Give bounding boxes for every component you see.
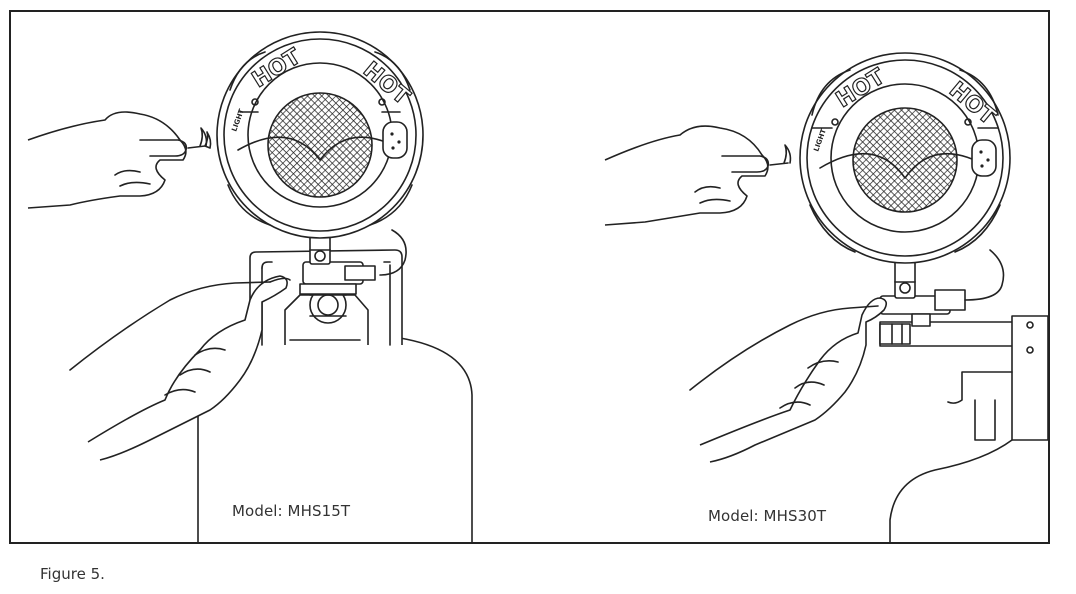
right-turning-hand-icon xyxy=(689,297,888,463)
figure-caption: Figure 5. xyxy=(40,565,105,583)
right-valve-icon xyxy=(879,279,966,327)
left-heater-head-icon: HOT HOT LIGHT xyxy=(216,31,424,276)
left-match-flame-icon xyxy=(199,127,208,147)
left-lighting-hand-icon xyxy=(27,111,212,209)
right-bracket-illustration xyxy=(879,315,1048,542)
right-model-label: Model: MHS30T xyxy=(708,507,827,525)
right-heater-head-icon: HOT HOT LIGHT xyxy=(799,52,1011,301)
right-lighting-hand-icon xyxy=(604,125,789,226)
left-model-label: Model: MHS15T xyxy=(232,502,351,520)
left-valve-icon xyxy=(299,247,376,324)
right-match-flame-icon xyxy=(783,144,792,164)
left-turning-hand-icon xyxy=(69,275,291,461)
